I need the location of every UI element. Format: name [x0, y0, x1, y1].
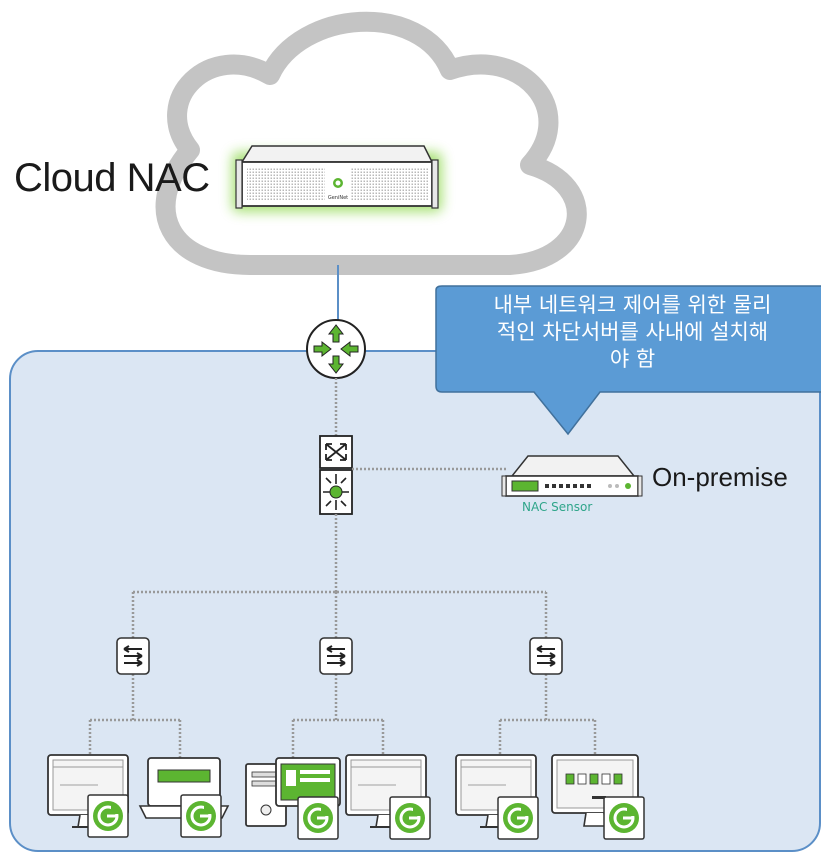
server-vendor-label: GeniNet [327, 195, 349, 201]
cloud-nac-server [232, 145, 442, 212]
callout-line-1: 내부 네트워크 제어를 위한 물리 [493, 293, 772, 317]
geninet-agent-icon [388, 795, 432, 841]
core-switch-icon [319, 435, 353, 515]
router-icon [306, 319, 366, 379]
access-switch-icon [116, 637, 150, 675]
nac-sensor-appliance [501, 455, 643, 497]
callout-line-3: 야 함 [609, 347, 656, 371]
callout-bubble [435, 285, 821, 436]
distribution-links [88, 514, 597, 758]
cloud-shape [155, 11, 587, 275]
geninet-agent-icon [496, 795, 540, 841]
cloud-nac-label: Cloud NAC [14, 156, 210, 200]
geninet-agent-icon [296, 795, 340, 841]
access-switch-icon [529, 637, 563, 675]
geninet-agent-icon [602, 795, 646, 841]
on-premise-label: On-premise [652, 462, 788, 492]
callout-line-2: 적인 차단서버를 사내에 설치해 [496, 320, 769, 344]
server-pc-icon [245, 757, 341, 827]
nac-sensor-caption: NAC Sensor [522, 500, 593, 514]
geninet-agent-icon [86, 793, 130, 839]
access-switch-icon [319, 637, 353, 675]
geninet-agent-icon [179, 793, 223, 839]
callout-text: 내부 네트워크 제어를 위한 물리 적인 차단서버를 사내에 설치해 야 함 [440, 292, 821, 373]
